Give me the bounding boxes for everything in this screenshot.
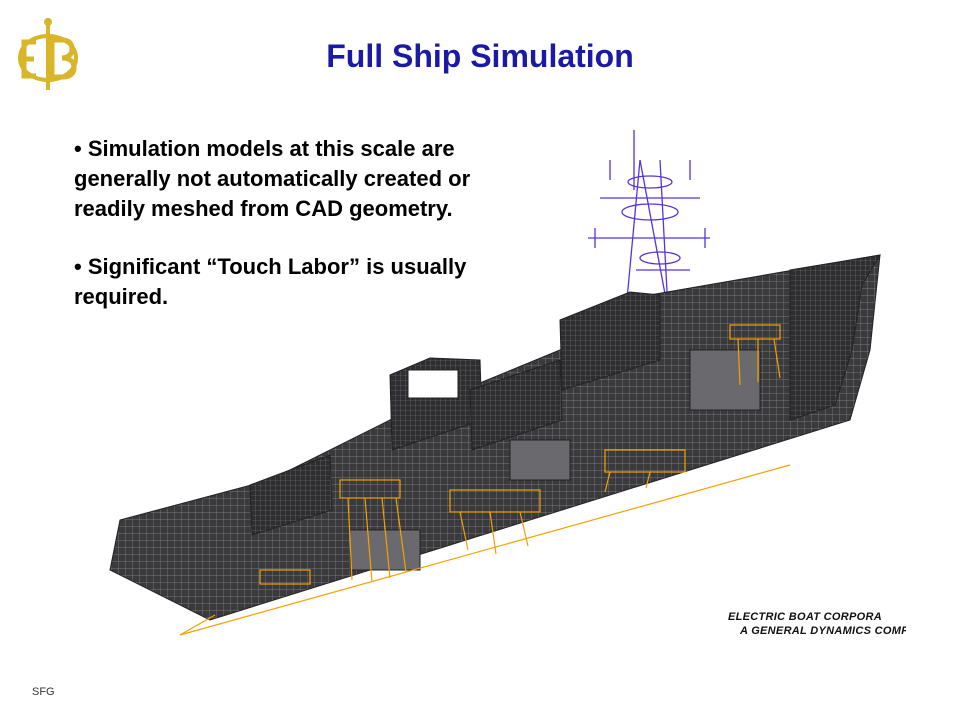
bullet-item: Simulation models at this scale are gene… (74, 134, 494, 224)
frame-wireframe (179, 324, 791, 636)
bullet-item: Significant “Touch Labor” is usually req… (74, 252, 494, 312)
footer-text: SFG (32, 686, 55, 698)
slide-title: Full Ship Simulation (326, 38, 634, 74)
mast-wireframe (588, 130, 710, 311)
bullet-list: Simulation models at this scale are gene… (74, 134, 494, 340)
company-tagline: A GENERAL DYNAMICS COMPA (740, 625, 906, 637)
ship-mesh-image (109, 130, 881, 636)
eb-logo-icon (18, 18, 78, 90)
company-name: ELECTRIC BOAT CORPORA (728, 611, 882, 623)
